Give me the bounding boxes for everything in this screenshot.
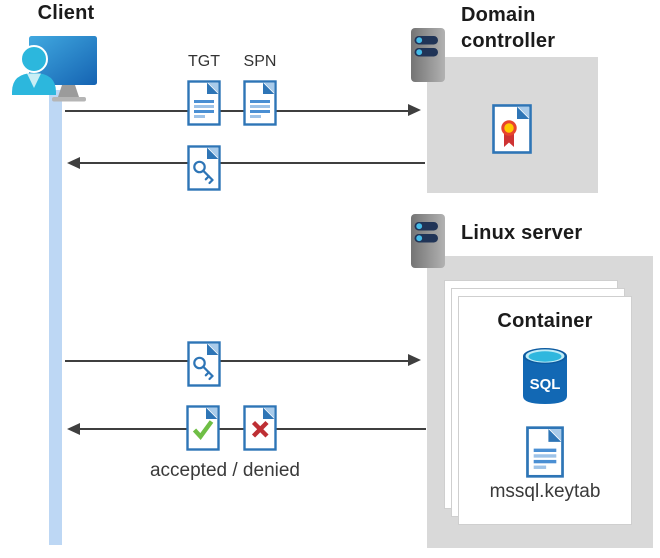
- client-label: Client: [37, 2, 95, 24]
- monitor-icon: [29, 36, 97, 85]
- denied-document-icon: [243, 405, 277, 451]
- spn-label: SPN: [243, 53, 277, 70]
- arrow-tgt-spn-request-head: [408, 104, 421, 116]
- spn-document-icon: [243, 80, 277, 126]
- ribbon-tails: [504, 132, 514, 147]
- arrow-result-response-head: [67, 423, 80, 435]
- arrow-ticket-response-head: [67, 157, 80, 169]
- linux-server-icon: [411, 214, 445, 268]
- client-user-monitor-icon: [12, 36, 97, 102]
- arrow-ticket-response-line: [79, 162, 425, 164]
- domain-controller-label: Domain controller: [461, 4, 556, 52]
- person-collar: [27, 73, 41, 88]
- arrow-tgt-spn-request-line: [65, 110, 411, 112]
- person-head: [20, 45, 48, 73]
- tgt-document-icon: [187, 80, 221, 126]
- key-glyph: [193, 160, 214, 185]
- arrow-ticket-request-line: [65, 360, 411, 362]
- ribbon-seal: [501, 120, 517, 136]
- check-glyph: [192, 420, 214, 440]
- x-glyph: [251, 420, 269, 438]
- sql-icon-text: SQL: [530, 376, 561, 393]
- domain-controller-server-icon: [411, 28, 445, 82]
- keytab-document-icon: [526, 426, 564, 478]
- container-title: Container: [497, 310, 593, 332]
- monitor-base: [52, 97, 86, 102]
- key-ticket-document-icon: [187, 145, 221, 191]
- sql-database-icon: SQL: [523, 348, 567, 404]
- result-label: accepted / denied: [149, 460, 300, 481]
- linux-server-label: Linux server: [461, 222, 583, 244]
- monitor-stand: [58, 85, 79, 97]
- tgt-label: TGT: [188, 53, 220, 70]
- container-card: [458, 296, 632, 525]
- key-ticket-document-icon-2: [187, 341, 221, 387]
- key-glyph: [193, 356, 214, 381]
- accepted-document-icon: [186, 405, 220, 451]
- client-lifeline: [49, 90, 62, 545]
- arrow-ticket-request-head: [408, 354, 421, 366]
- keytab-filename: mssql.keytab: [489, 481, 601, 502]
- certificate-icon: [492, 104, 532, 154]
